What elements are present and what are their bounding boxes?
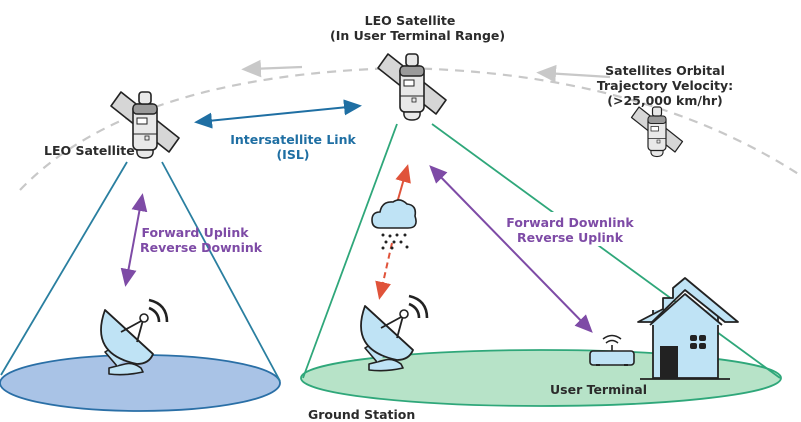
right-link-line1: Forward Downlink bbox=[506, 215, 634, 230]
left-satellite-label: LEO Satellite bbox=[44, 143, 135, 158]
rain-cloud-icon bbox=[371, 199, 417, 250]
rain-link-arrow-down bbox=[375, 242, 393, 300]
left-beam-edge bbox=[0, 161, 128, 376]
orbital-velocity-line1: Satellites Orbital bbox=[605, 63, 725, 78]
orbital-velocity-line2: Trajectory Velocity: bbox=[596, 78, 734, 93]
user-terminal-modem-icon bbox=[589, 334, 635, 366]
isl-label-line2: (ISL) bbox=[276, 147, 310, 162]
center-satellite-label: LEO Satellite (In User Terminal Range) bbox=[330, 13, 506, 43]
rain-link-arrow-up bbox=[395, 164, 411, 204]
right-beam-edge bbox=[302, 123, 398, 379]
right-link-label: Forward Downlink Reverse Uplink bbox=[500, 215, 640, 245]
right-link-line2: Reverse Uplink bbox=[516, 230, 624, 245]
isl-label-line1: Intersatellite Link bbox=[230, 132, 356, 147]
center-satellite-title: LEO Satellite bbox=[364, 13, 456, 28]
left-link-arrow bbox=[120, 193, 148, 287]
house-icon bbox=[637, 277, 739, 380]
orbit-direction-arrow bbox=[241, 59, 303, 78]
user-terminal-label: User Terminal bbox=[550, 382, 648, 397]
left-link-line1: Forward Uplink bbox=[141, 225, 249, 240]
orbital-velocity-line3: (>25,000 km/hr) bbox=[607, 93, 723, 108]
isl-arrow bbox=[194, 99, 362, 129]
right-link-arrow bbox=[429, 165, 593, 333]
orbit-direction-arrow bbox=[536, 64, 611, 83]
ground-station-label: Ground Station bbox=[308, 407, 416, 422]
leo-satellite-center-icon bbox=[377, 53, 447, 121]
left-link-line2: Reverse Downink bbox=[140, 240, 263, 255]
center-satellite-subtitle: (In User Terminal Range) bbox=[330, 28, 506, 43]
left-link-label: Forward Uplink Reverse Downink bbox=[140, 225, 263, 255]
orbital-velocity-label: Satellites Orbital Trajectory Velocity: … bbox=[570, 63, 760, 108]
left-beam-edge bbox=[161, 161, 281, 382]
right-beam-edge bbox=[431, 123, 781, 379]
isl-label: Intersatellite Link (ISL) bbox=[218, 132, 368, 162]
